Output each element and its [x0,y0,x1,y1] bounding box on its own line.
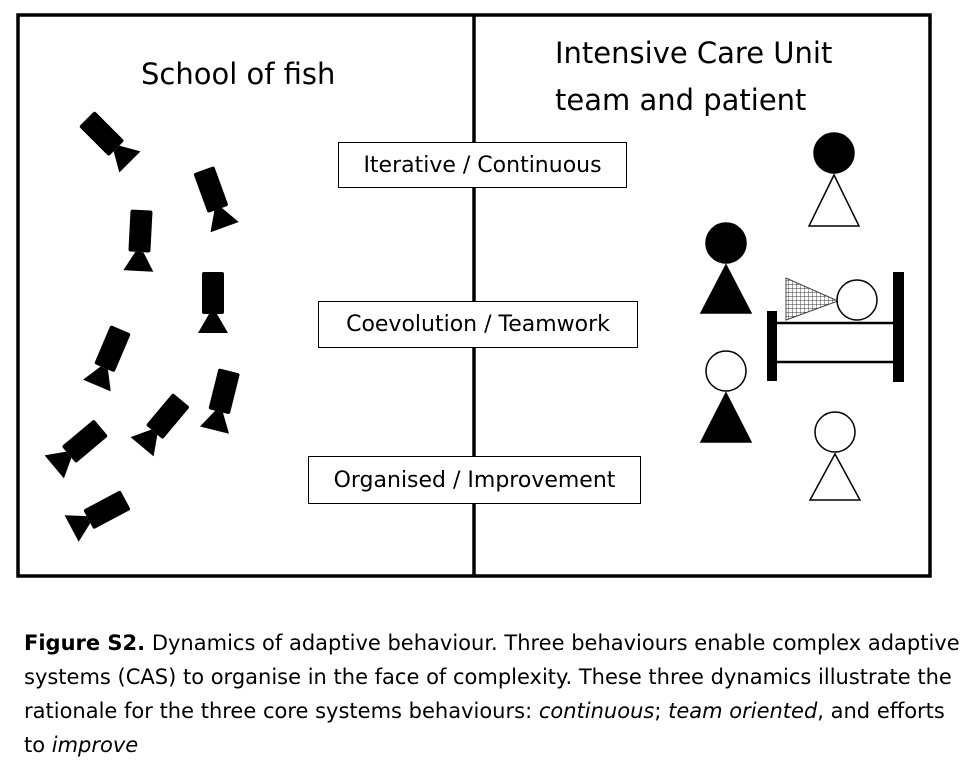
bed-icon [767,272,904,382]
caption-text: Dynamics of adaptive behaviour. Three be… [24,631,960,723]
person-icon [699,350,753,443]
fish-icon [189,164,239,233]
fish-icon [199,367,244,434]
fish-icon [44,416,111,479]
diagram [16,13,932,578]
behaviour-box-improvement: Organised / Improvement [308,456,641,504]
patient-icon [785,277,878,321]
icu-team [699,132,862,501]
fish-icon [83,323,135,392]
behaviour-box-teamwork: Coevolution / Teamwork [318,301,638,348]
fish-school [44,108,244,542]
fish-icon [130,390,193,457]
caption-italic-team-oriented: team oriented [668,699,818,723]
behaviour-box-continuous: Iterative / Continuous [338,142,627,188]
fish-icon [76,108,141,173]
caption-text: ; [654,699,669,723]
fish-icon [64,486,133,542]
right-panel-title-line1: Intensive Care Unit [555,36,833,70]
person-icon [699,222,753,314]
left-panel-title: School of fish [141,57,336,91]
right-panel-title-line2: team and patient [555,83,807,117]
caption-text: , and efforts to [24,699,945,757]
figure-caption: Figure S2. Dynamics of adaptive behaviou… [24,626,964,762]
patient-in-bed [767,272,904,382]
person-icon [808,411,862,501]
person-icon [807,132,861,227]
fish-icon [123,209,157,272]
caption-figure-label: Figure S2. [24,631,146,655]
caption-italic-improve: improve [51,733,139,757]
fish-icon [198,272,228,333]
caption-italic-continuous: continuous [538,699,655,723]
